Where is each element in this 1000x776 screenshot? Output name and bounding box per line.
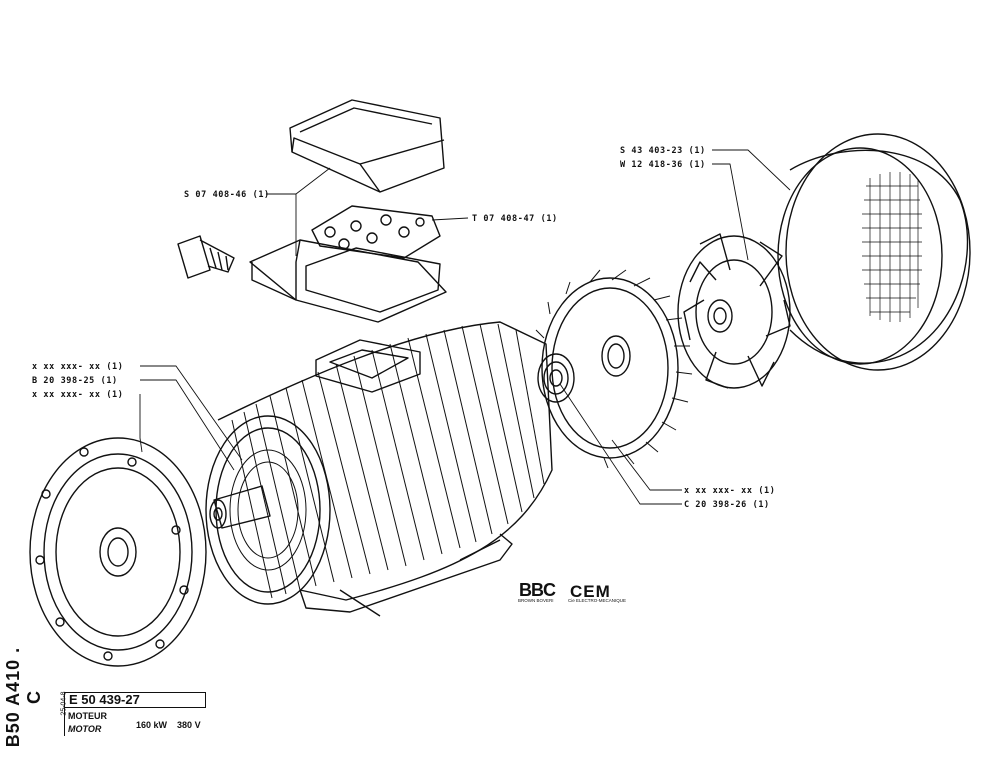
label-front-part-a: x xx xxx- xx (1) [32, 362, 124, 372]
terminal-box-lid [289, 99, 445, 193]
cem-logo: CEM [570, 582, 611, 601]
rear-bearing [537, 353, 575, 403]
label-terminal-cover: S 07 408-46 (1) [184, 190, 270, 200]
bbc-logo-subtitle: BROWN BOVERI [518, 598, 554, 603]
label-fan-cover-b: W 12 418-36 (1) [620, 160, 706, 170]
label-rear-bearing: C 20 398-26 (1) [684, 500, 770, 510]
title-english: MOTOR [68, 724, 102, 734]
title-french: MOTEUR [68, 711, 107, 721]
drawing-code: B50 A410 . C [3, 646, 44, 748]
reference-number: E 50 439-27 [64, 692, 206, 708]
terminal-box-base [249, 239, 447, 323]
motor-voltage: 380 V [177, 720, 201, 730]
cable-gland [177, 235, 235, 279]
label-front-bearing: B 20 398-25 (1) [32, 376, 118, 386]
fan-cover-grille [862, 172, 922, 322]
fan-cover [777, 133, 971, 371]
label-terminal-board: T 07 408-47 (1) [472, 214, 558, 224]
title-block-frame [64, 708, 201, 736]
terminal-board [311, 205, 441, 259]
motor-frame [205, 321, 553, 617]
motor-rating: 160 kW 380 V [136, 720, 201, 730]
front-endshield [29, 437, 207, 667]
label-fan-cover-a: S 43 403-23 (1) [620, 146, 706, 156]
motor-power: 160 kW [136, 720, 168, 730]
cem-logo-subtitle: Cie ELECTRO-MECANIQUE [568, 598, 627, 603]
rear-endshield [535, 269, 693, 469]
leader-lines [139, 149, 791, 505]
label-rear-part: x xx xxx- xx (1) [684, 486, 776, 496]
label-front-endshield: x xx xxx- xx (1) [32, 390, 124, 400]
cooling-fan [677, 233, 791, 389]
bbc-logo: BBC [519, 580, 556, 600]
